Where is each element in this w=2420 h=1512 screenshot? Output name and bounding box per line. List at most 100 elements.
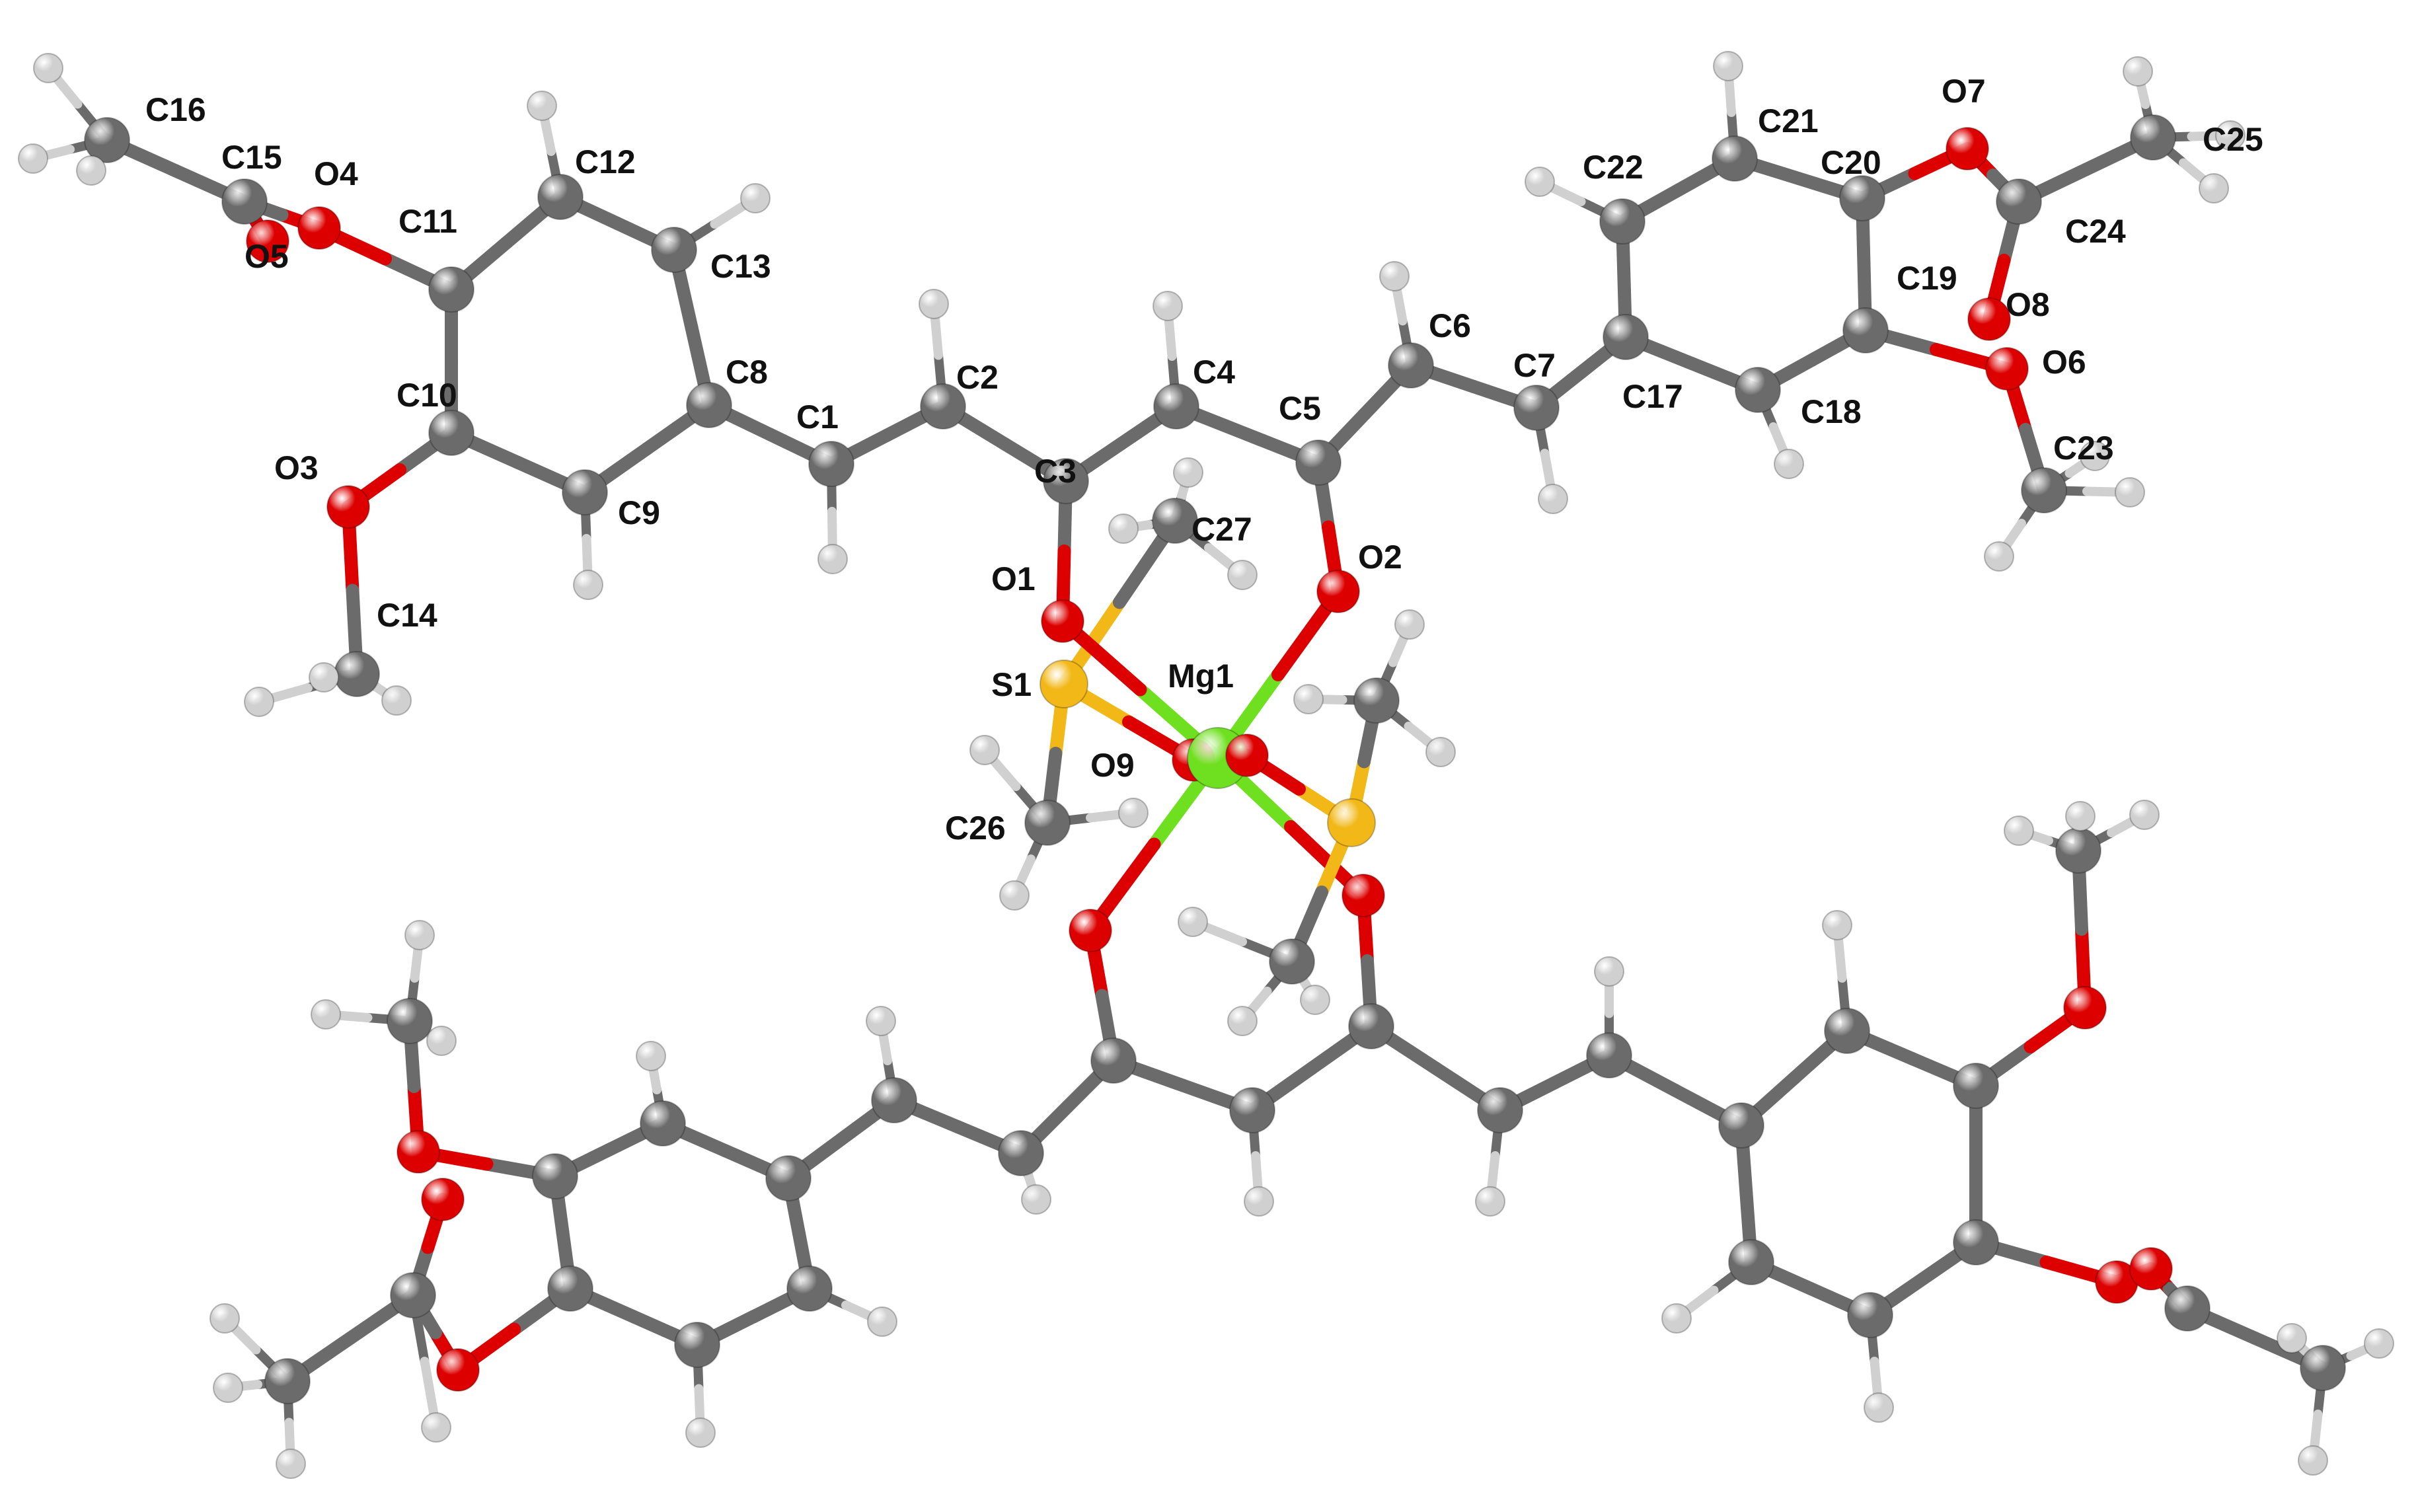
atom-h12: [527, 91, 557, 121]
label-s1: S1: [991, 666, 1032, 703]
label-c17: C17: [1622, 378, 1683, 415]
atom-h16bc: [276, 1449, 306, 1479]
atom-o3: [326, 485, 370, 529]
atom-h23bb: [2129, 800, 2160, 830]
atom-c25: [2130, 114, 2176, 161]
atom-h14c: [381, 685, 412, 716]
atom-h25b: [2199, 173, 2229, 204]
atom-c7: [1513, 385, 1560, 431]
atom-c7b: [1586, 1032, 1632, 1078]
label-c11: C11: [398, 203, 457, 240]
atom-c22: [1599, 198, 1645, 245]
atom-h2: [919, 289, 949, 319]
atom-hm2b: [1227, 1006, 1258, 1036]
atom-cm2: [1269, 938, 1315, 985]
atom-c1b: [871, 1077, 917, 1123]
atom-c3: [1043, 458, 1089, 504]
atom-h16bb: [213, 1373, 243, 1403]
label-c16: C16: [145, 91, 206, 128]
atom-c16b: [264, 1358, 311, 1404]
label-o8: O8: [2006, 286, 2050, 323]
atom-c23b: [2055, 827, 2101, 874]
atom-h2b: [1021, 1184, 1051, 1215]
atom-hm1c: [1293, 684, 1324, 714]
label-c25: C25: [2203, 121, 2263, 158]
atom-h23a: [1984, 541, 2014, 572]
label-c14: C14: [377, 597, 437, 634]
atom-o2b: [1342, 874, 1385, 917]
atom-c4b: [1229, 1087, 1275, 1133]
atom-h6b: [1475, 1186, 1505, 1217]
atom-h23b: [2115, 477, 2145, 508]
atom-o3b: [397, 1130, 440, 1174]
atom-cm1: [1353, 677, 1400, 724]
atom-o6b: [2063, 986, 2107, 1030]
atom-c5b: [1348, 1003, 1394, 1049]
atom-c23: [2021, 467, 2067, 513]
atom-c2: [920, 383, 966, 430]
atom-c8: [686, 382, 732, 428]
atom-h16ba: [209, 1303, 240, 1334]
atom-h4: [1153, 291, 1183, 321]
atom-h14a: [244, 687, 274, 717]
atom-h21: [1713, 51, 1743, 81]
atom-o8b: [2129, 1247, 2173, 1291]
label-o6: O6: [2042, 344, 2086, 381]
atom-o1: [1041, 599, 1084, 643]
atom-c15: [221, 178, 268, 225]
atom-c24: [1996, 178, 2042, 225]
atom-h27c: [1108, 513, 1139, 544]
atom-h13: [740, 183, 771, 213]
atom-h25c: [2215, 120, 2246, 151]
atom-h1b: [866, 1006, 896, 1036]
atom-hm1b: [1425, 737, 1456, 767]
atom-h25bb: [2298, 1445, 2328, 1476]
atom-o9b: [1225, 734, 1269, 777]
atom-o4b: [436, 1348, 480, 1392]
atom-h27b: [1227, 560, 1258, 590]
atom-hm2c: [1300, 985, 1330, 1015]
atom-h25a: [2123, 56, 2153, 87]
atom-h7: [1538, 484, 1568, 514]
label-c23: C23: [2053, 430, 2114, 467]
atom-o2: [1316, 570, 1360, 613]
atom-c19b: [1953, 1063, 1999, 1109]
atom-h4b: [1244, 1186, 1274, 1217]
label-c18: C18: [1801, 393, 1862, 430]
label-c9: C9: [618, 494, 660, 531]
atom-h26b: [999, 880, 1030, 911]
atom-o5b: [421, 1178, 465, 1221]
atoms-layer: [18, 51, 2394, 1479]
atom-c6: [1388, 342, 1434, 389]
atom-o1b: [1069, 909, 1112, 952]
atom-h21b: [1864, 1392, 1894, 1423]
atom-h26c: [1118, 798, 1149, 828]
atom-h22b: [1661, 1303, 1692, 1334]
atom-c10: [428, 410, 474, 456]
atom-h16a: [33, 53, 63, 83]
atom-hm2a: [1178, 907, 1208, 937]
atom-c13: [651, 227, 697, 273]
label-c13: C13: [710, 248, 771, 285]
atom-s1: [1040, 660, 1088, 708]
label-o5: O5: [245, 238, 289, 275]
atom-c20b: [1953, 1219, 1999, 1266]
atom-c10b: [674, 1322, 720, 1368]
atom-c9b: [786, 1266, 833, 1312]
atom-h26a: [969, 735, 1000, 765]
atom-c18: [1735, 367, 1781, 413]
atom-o7: [1946, 127, 1989, 170]
atom-h14ba: [311, 999, 341, 1030]
label-c12: C12: [575, 143, 636, 180]
atom-hm1a: [1394, 609, 1425, 640]
label-mg1: Mg1: [1168, 658, 1234, 695]
atom-c13b: [640, 1100, 686, 1147]
label-o4: O4: [314, 155, 358, 192]
label-o3: O3: [274, 449, 319, 486]
atom-o5: [246, 219, 289, 263]
atom-c5: [1295, 439, 1342, 486]
atom-h1: [817, 544, 848, 574]
label-c24: C24: [2065, 213, 2126, 250]
label-c20: C20: [1821, 144, 1881, 181]
